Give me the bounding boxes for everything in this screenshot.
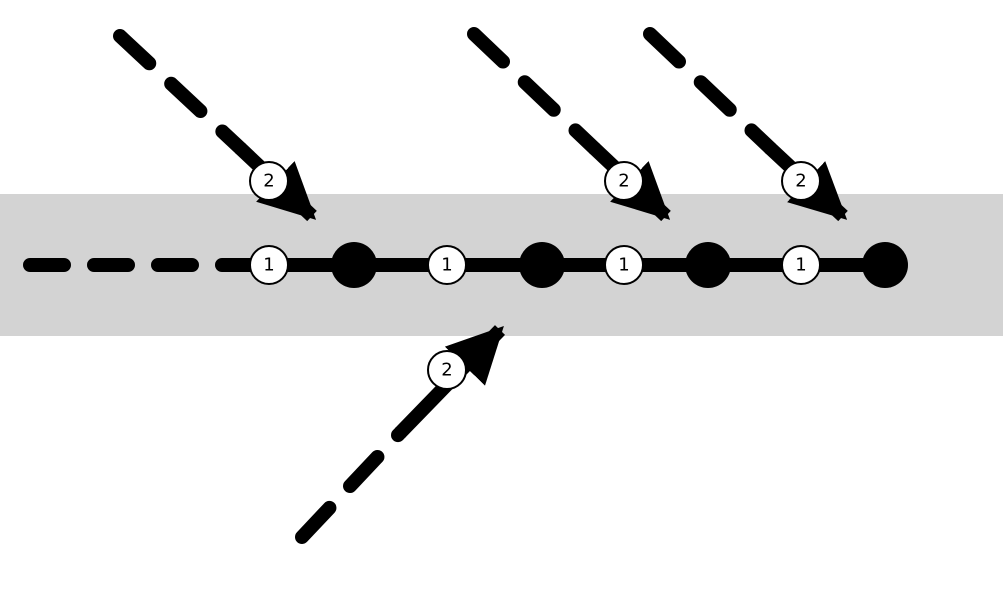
- branch-b-dashed: [295, 426, 407, 544]
- branch-a-label-text: 2: [263, 171, 274, 192]
- branch-d-label: 2: [781, 161, 821, 201]
- node-4: [862, 242, 908, 288]
- branch-c-label: 2: [604, 161, 644, 201]
- main-label-3: 1: [604, 245, 644, 285]
- main-label-1: 1: [249, 245, 289, 285]
- branch-b-label-text: 2: [441, 360, 452, 381]
- node-2: [519, 242, 565, 288]
- main-label-1-text: 1: [263, 255, 274, 276]
- main-label-2-text: 1: [441, 255, 452, 276]
- branch-c-dashed: [467, 27, 601, 155]
- branch-b-label: 2: [427, 350, 467, 390]
- branch-a-label: 2: [249, 161, 289, 201]
- main-label-2: 1: [427, 245, 467, 285]
- main-label-4: 1: [781, 245, 821, 285]
- branch-c-label-text: 2: [618, 171, 629, 192]
- branch-d-label-text: 2: [795, 171, 806, 192]
- main-label-3-text: 1: [618, 255, 629, 276]
- main-label-4-text: 1: [795, 255, 806, 276]
- node-1: [331, 242, 377, 288]
- node-3: [685, 242, 731, 288]
- branch-a-dashed: [113, 29, 247, 155]
- branch-d-dashed: [643, 27, 777, 155]
